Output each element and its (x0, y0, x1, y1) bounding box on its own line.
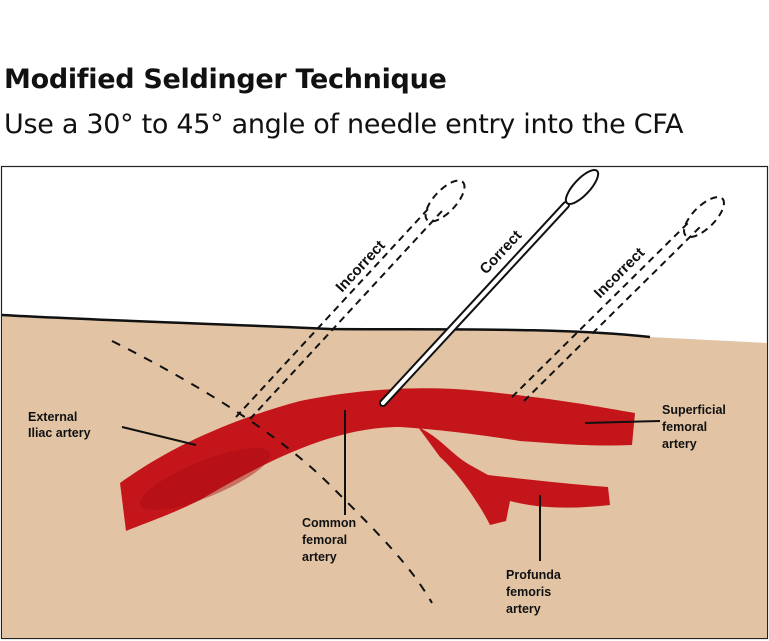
seldinger-diagram: Incorrect Correct Incorrect External Ili… (0, 165, 769, 640)
label-profunda-femoris: Profunda femoris artery (506, 568, 564, 616)
needle-incorrect-right (511, 196, 725, 402)
skin-tissue (2, 315, 767, 638)
trajectory-line (111, 340, 433, 604)
label-external-iliac: External Iliac artery (28, 410, 91, 440)
label-superficial-femoral: Superficial femoral artery (662, 403, 729, 451)
skin-surface-line (1, 313, 651, 339)
main-artery-trunk (120, 388, 635, 531)
profunda-femoris-branch (418, 427, 610, 525)
diagram-title: Modified Seldinger Technique (4, 64, 447, 95)
needle-correct (379, 169, 600, 407)
leader-lines (121, 410, 661, 561)
artery-shading (139, 447, 271, 511)
artery-tree (120, 388, 635, 531)
needle-incorrect-left (235, 179, 466, 420)
diagram-subtitle: Use a 30° to 45° angle of needle entry i… (4, 109, 684, 140)
label-common-femoral: Common femoral artery (302, 516, 360, 564)
